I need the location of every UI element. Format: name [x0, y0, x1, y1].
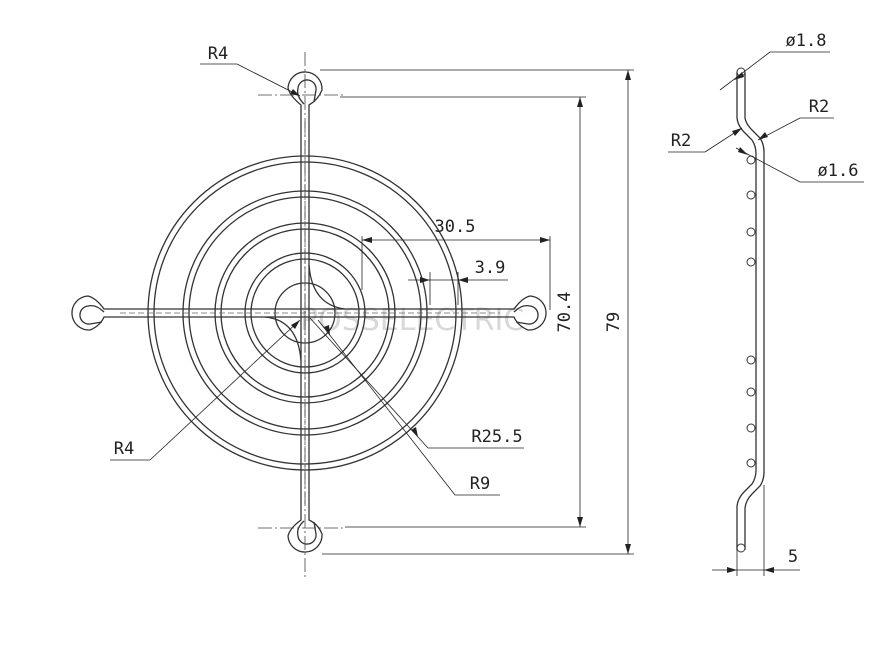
leader-r2-right: R2	[757, 97, 834, 141]
leader-dia-1-8: ø1.8	[719, 31, 830, 91]
dia-1-6-label: ø1.6	[818, 161, 859, 181]
r2-right-label: R2	[809, 97, 829, 117]
front-view: 79 70.4 30.5 3.9	[71, 44, 634, 578]
r2-left-label: R2	[671, 131, 691, 151]
dimension-30-5: 30.5	[361, 217, 551, 310]
r25-5-label: R25.5	[471, 427, 522, 447]
r4-top-label: R4	[208, 44, 228, 64]
dimension-3-9: 3.9	[408, 258, 508, 305]
dimension-79: 79	[320, 69, 634, 555]
center-lines	[258, 52, 345, 578]
dim-3-9-label: 3.9	[475, 258, 506, 278]
leader-r9: R9	[317, 319, 500, 496]
ring-cross-sections	[746, 155, 756, 468]
leader-r2-left: R2	[668, 127, 743, 153]
mounting-loop-bottom	[287, 504, 323, 553]
leader-r4-top: R4	[200, 44, 301, 97]
dim-70-4-label: 70.4	[555, 292, 575, 333]
dim-5-label: 5	[788, 547, 798, 567]
leader-r25-5: R25.5	[309, 317, 524, 449]
dim-79-label: 79	[604, 312, 624, 332]
wire-end-bottom	[736, 543, 746, 553]
leader-r4-bottom: R4	[110, 319, 301, 461]
dimension-5: 5	[712, 485, 800, 576]
cross-wires	[120, 122, 500, 504]
mounting-loop-left	[71, 295, 120, 331]
r9-label: R9	[470, 474, 490, 494]
mounting-loop-right	[500, 295, 547, 331]
r4-bottom-label: R4	[114, 439, 134, 459]
dia-1-8-label: ø1.8	[786, 31, 827, 51]
side-view: ø1.8 ø1.6 R2 R2	[668, 31, 864, 576]
dim-30-5-label: 30.5	[435, 217, 476, 237]
dimension-70-4: 70.4	[340, 96, 586, 528]
leader-dia-1-6: ø1.6	[735, 147, 864, 183]
